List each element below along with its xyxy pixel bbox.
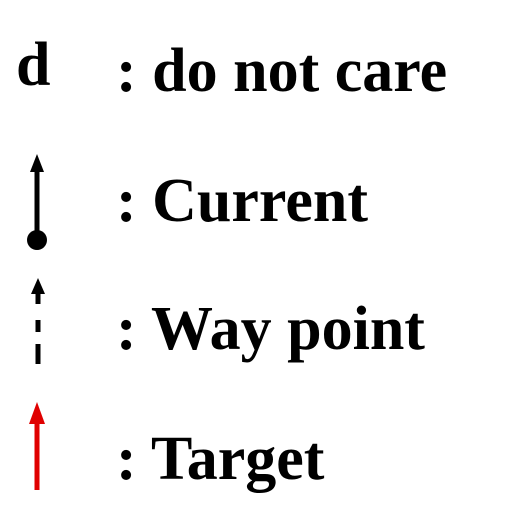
current-label: : Current <box>116 167 368 235</box>
current-arrow-head <box>30 154 44 172</box>
way-point-arrow-icon <box>31 278 45 364</box>
legend-item-way-point: : Way point <box>0 270 512 380</box>
current-arrow-icon <box>27 154 47 250</box>
legend-item-current: : Current <box>0 140 512 250</box>
do-not-care-symbol: d <box>0 0 80 110</box>
legend-item-do-not-care: d : do not care <box>0 0 512 110</box>
do-not-care-label: : do not care <box>116 37 448 105</box>
legend-item-target: : Target <box>0 398 512 508</box>
target-arrow-icon <box>29 402 45 490</box>
way-point-label: : Way point <box>116 295 425 363</box>
way-point-arrow-head <box>31 278 45 294</box>
target-label: : Target <box>116 425 325 493</box>
do-not-care-letter: d <box>16 31 51 99</box>
current-arrow-dot <box>27 230 47 250</box>
target-arrow-head <box>29 402 45 424</box>
